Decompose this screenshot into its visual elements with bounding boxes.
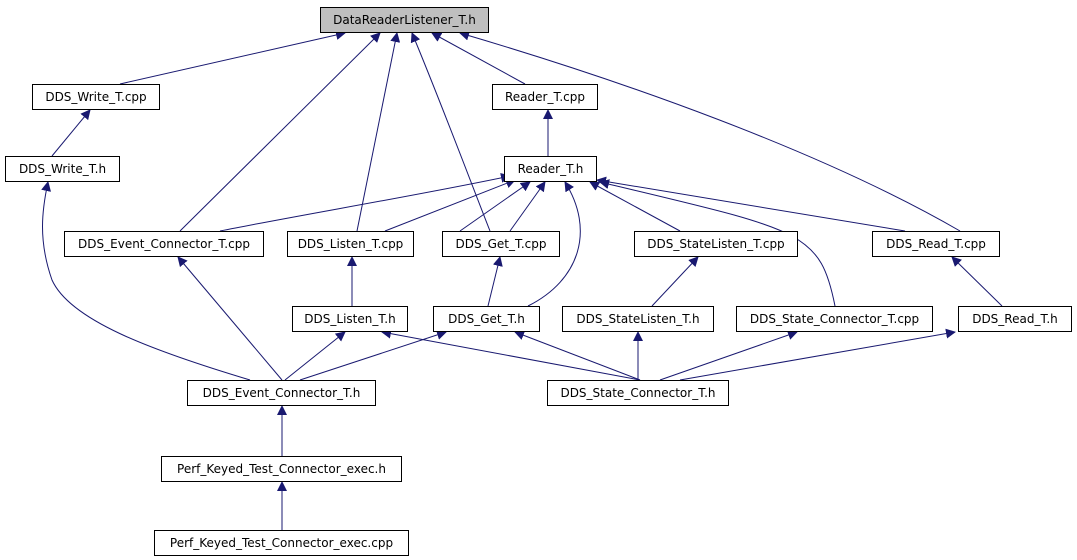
edge-write-cpp-to-root — [119, 30, 346, 85]
edge-read-cpp-to-root — [459, 30, 961, 232]
node-dds-read-h[interactable]: DDS_Read_T.h — [958, 306, 1072, 332]
edge-get-cpp-to-reader-h-a — [459, 181, 531, 232]
node-reader-cpp[interactable]: Reader_T.cpp — [492, 84, 598, 110]
edge-listen-cpp-to-root — [356, 32, 401, 232]
edge-event-h-to-get-h — [299, 330, 447, 381]
node-dds-listen-h[interactable]: DDS_Listen_T.h — [292, 306, 408, 332]
node-dds-get-h[interactable]: DDS_Get_T.h — [433, 306, 540, 332]
node-dds-write-h[interactable]: DDS_Write_T.h — [5, 156, 120, 182]
node-perf-keyed-test-connector-exec-cpp[interactable]: Perf_Keyed_Test_Connector_exec.cpp — [154, 530, 409, 556]
node-dds-statelisten-h[interactable]: DDS_StateListen_T.h — [562, 306, 714, 332]
node-dds-statelisten-cpp[interactable]: DDS_StateListen_T.cpp — [634, 231, 798, 257]
node-perf-keyed-test-connector-exec-h[interactable]: Perf_Keyed_Test_Connector_exec.h — [161, 456, 402, 482]
node-dds-get-cpp[interactable]: DDS_Get_T.cpp — [442, 231, 560, 257]
node-dds-read-cpp[interactable]: DDS_Read_T.cpp — [872, 231, 1000, 257]
edge-get-h-to-get-cpp — [487, 256, 503, 307]
edge-event-h-to-write-h — [41, 181, 251, 381]
edge-reader-cpp-to-root — [431, 32, 526, 85]
node-dds-state-connector-cpp[interactable]: DDS_State_Connector_T.cpp — [736, 306, 933, 332]
edge-event-h-to-listen-h — [284, 331, 346, 381]
edge-state-h-to-read-h — [679, 328, 956, 381]
edge-event-cpp-to-reader-h — [219, 172, 511, 232]
node-dds-event-connector-h[interactable]: DDS_Event_Connector_T.h — [187, 380, 376, 406]
edge-state-h-to-state-connector-cpp — [659, 330, 798, 381]
edge-write-h-to-write-cpp — [51, 109, 91, 157]
node-dds-listen-cpp[interactable]: DDS_Listen_T.cpp — [287, 231, 414, 257]
edge-statelisten-cpp-to-reader-h — [589, 181, 681, 232]
edge-event-h-to-event-cpp — [177, 256, 283, 381]
edge-statelisten-h-to-statelisten-cpp — [651, 256, 699, 307]
edge-event-cpp-to-root — [179, 32, 381, 232]
edge-read-cpp-to-reader-h — [596, 176, 906, 232]
node-dds-state-connector-h[interactable]: DDS_State_Connector_T.h — [547, 380, 729, 406]
edge-get-h-to-reader-h — [527, 181, 581, 307]
node-dds-event-connector-cpp[interactable]: DDS_Event_Connector_T.cpp — [64, 231, 264, 257]
edge-get-cpp-to-reader-h-b — [509, 181, 546, 232]
node-dds-write-cpp[interactable]: DDS_Write_T.cpp — [32, 84, 160, 110]
root-node-datareaderlistener-h: DataReaderListener_T.h — [320, 7, 489, 33]
edge-listen-cpp-to-reader-h — [384, 178, 516, 232]
node-reader-h[interactable]: Reader_T.h — [504, 156, 597, 182]
edge-get-cpp-to-root — [410, 32, 491, 232]
edge-state-h-to-get-h — [514, 330, 641, 381]
edge-read-h-to-read-cpp — [951, 256, 1003, 307]
edge-state-h-to-listen-h — [381, 328, 641, 381]
